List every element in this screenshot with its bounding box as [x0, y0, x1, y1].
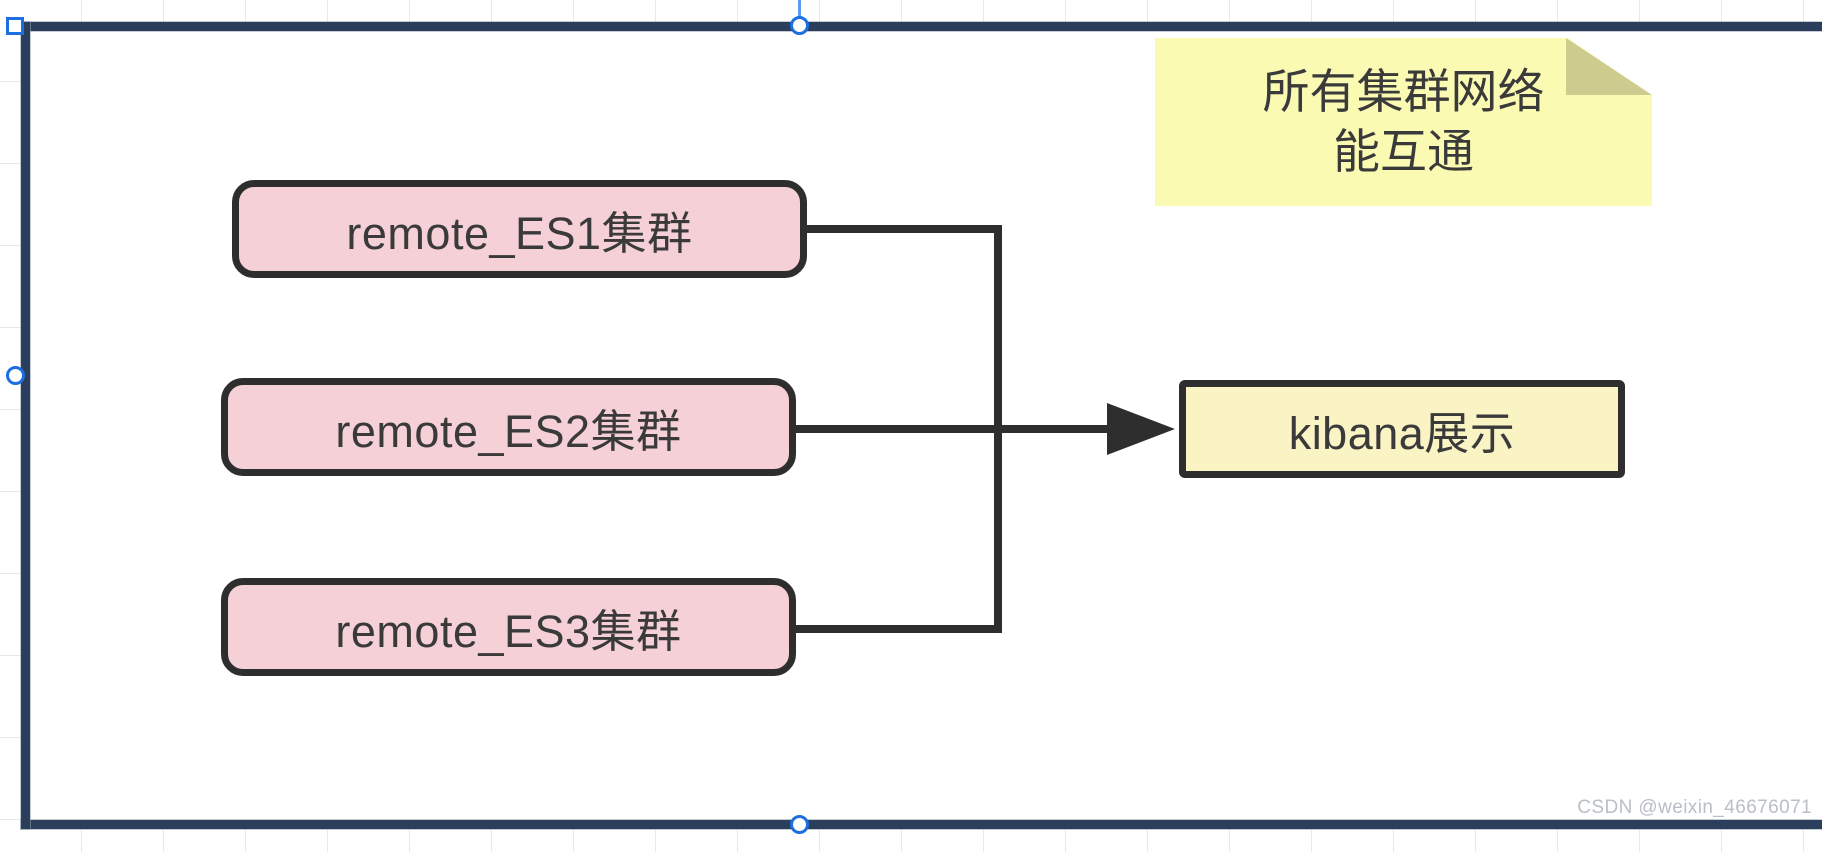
- csdn-watermark: CSDN @weixin_46676071: [1577, 797, 1812, 818]
- selection-rotate-stem: [798, 0, 801, 18]
- selection-handle-bottom-middle[interactable]: [790, 815, 809, 834]
- node-remote-es2[interactable]: remote_ES2集群: [221, 378, 796, 476]
- sticky-note-line-1: 所有集群网络: [1262, 64, 1545, 118]
- node-remote-es3[interactable]: remote_ES3集群: [221, 578, 796, 676]
- selection-handle-top-left[interactable]: [6, 17, 24, 35]
- selection-border-left[interactable]: [21, 22, 30, 829]
- selection-border-top[interactable]: [21, 22, 1822, 31]
- node-kibana[interactable]: kibana展示: [1179, 380, 1625, 478]
- node-label: kibana展示: [1288, 407, 1516, 459]
- node-label: remote_ES3集群: [335, 605, 682, 657]
- sticky-note-line-2: 能互通: [1333, 125, 1474, 178]
- selection-handle-left-middle[interactable]: [6, 366, 25, 385]
- sticky-note[interactable]: 所有集群网络 能互通: [1155, 38, 1652, 206]
- node-label: remote_ES2集群: [335, 405, 682, 457]
- node-label: remote_ES1集群: [346, 207, 693, 259]
- sticky-note-text: 所有集群网络 能互通: [1155, 38, 1652, 206]
- selection-handle-top-middle[interactable]: [790, 16, 809, 35]
- selection-border-bottom[interactable]: [21, 820, 1822, 829]
- node-remote-es1[interactable]: remote_ES1集群: [232, 180, 807, 278]
